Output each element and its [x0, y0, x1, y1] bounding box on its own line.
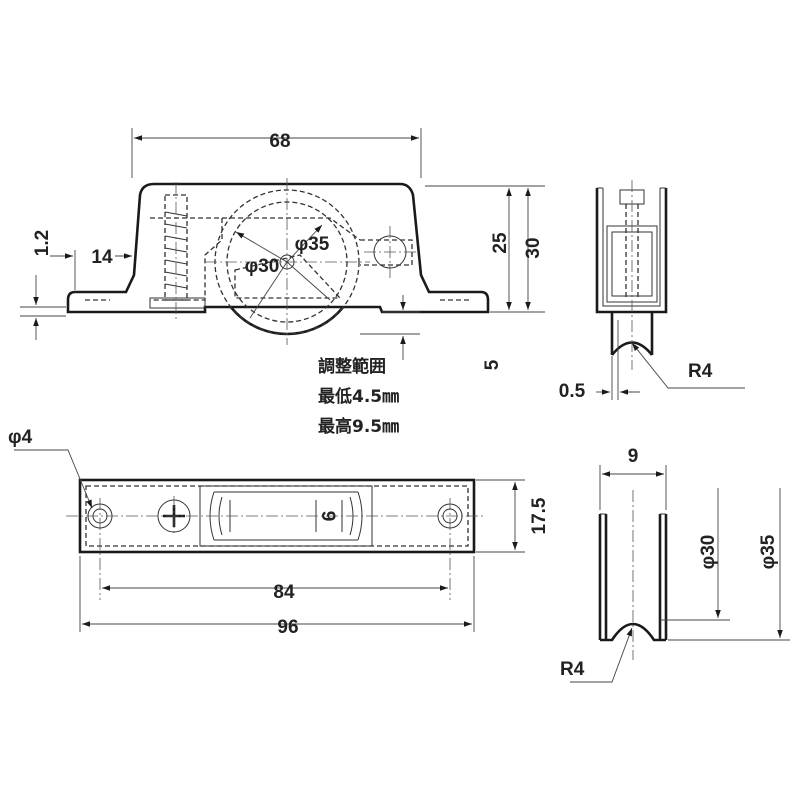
wheel-flange-left — [598, 514, 608, 640]
adjust-plate — [234, 254, 342, 299]
dim-1-2: 1.2 — [32, 230, 53, 256]
side-wheel — [610, 312, 654, 355]
top-dim-17-5: 17.5 — [529, 497, 550, 534]
wheel-dim-d35: φ35 — [758, 534, 779, 569]
top-dim-9: 9 — [317, 511, 338, 522]
note-max: 最高9.5㎜ — [318, 416, 399, 437]
top-dim-96: 96 — [277, 617, 298, 638]
top-label-d4: φ4 — [8, 427, 33, 448]
label-d35: φ35 — [295, 234, 330, 255]
note-title: 調整範囲 — [318, 356, 386, 377]
adjustment-note: 調整範囲 最低4.5㎜ 最高9.5㎜ — [318, 356, 399, 437]
side-dim-0-5: 0.5 — [559, 381, 586, 402]
front-view: 68 14 1.2 25 30 5 φ35 φ30 — [20, 128, 545, 370]
top-dim-84: 84 — [273, 582, 295, 603]
wheel-dim-d30: φ30 — [698, 535, 719, 570]
note-min: 最低4.5㎜ — [318, 386, 399, 407]
label-d30: φ30 — [245, 256, 280, 277]
wheel-groove — [600, 622, 666, 642]
dim-5: 5 — [482, 359, 503, 370]
wheel-flange-right — [658, 514, 668, 640]
internal-bracket — [150, 217, 361, 301]
dim-68: 68 — [269, 131, 290, 152]
roller-body — [66, 182, 490, 314]
top-view: φ4 9 17.5 84 96 — [8, 427, 550, 638]
wheel-label-r4: R4 — [560, 659, 585, 680]
side-bracket — [595, 188, 668, 314]
wheel-dim-9: 9 — [628, 446, 639, 467]
dim-25: 25 — [490, 232, 511, 254]
adjust-screw — [164, 194, 188, 301]
wheel-section: 9 φ30 φ35 R4 — [560, 446, 790, 683]
side-view: 0.5 R4 — [559, 180, 745, 402]
dim-14: 14 — [91, 247, 113, 268]
side-label-r4: R4 — [688, 361, 713, 382]
dim-30: 30 — [523, 237, 544, 258]
screw-nut — [149, 297, 206, 309]
